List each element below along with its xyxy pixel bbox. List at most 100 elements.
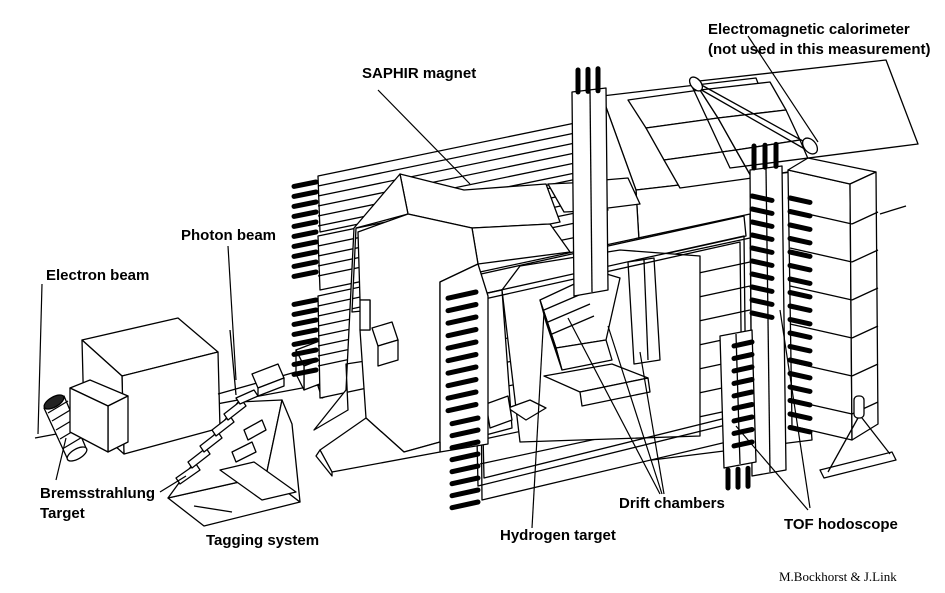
photomultiplier-tube xyxy=(790,198,810,202)
photomultiplier-tube xyxy=(294,242,316,246)
photomultiplier-tube xyxy=(734,417,752,421)
photomultiplier-tube xyxy=(752,300,772,304)
tof-hodoscope-label: TOF hodoscope xyxy=(784,516,898,533)
photomultiplier-tube xyxy=(752,235,772,239)
hanging-pmt xyxy=(820,396,896,478)
photomultiplier-tube xyxy=(294,320,316,324)
photomultiplier-tube xyxy=(452,490,478,496)
photomultiplier-tube xyxy=(448,392,476,398)
tof-photomultipliers xyxy=(734,196,810,446)
photomultiplier-tube xyxy=(790,387,810,391)
photomultiplier-tube xyxy=(448,380,476,386)
photomultiplier-tube xyxy=(790,293,810,297)
photomultiplier-tube xyxy=(790,306,810,310)
rear-photomultipliers xyxy=(294,182,316,374)
photomultiplier-tube xyxy=(734,442,752,446)
photomultiplier-tube xyxy=(734,380,752,384)
photomultiplier-tube xyxy=(790,374,810,378)
photomultiplier-tube xyxy=(294,330,316,334)
photomultiplier-tube xyxy=(452,454,478,460)
bremsstrahlung-magnet-box xyxy=(70,318,220,454)
photomultiplier-tube xyxy=(734,430,752,434)
photomultiplier-tube xyxy=(294,262,316,266)
photomultiplier-tube xyxy=(294,300,316,304)
photomultiplier-tube xyxy=(294,192,316,196)
photomultiplier-tube xyxy=(448,367,476,373)
photomultiplier-tube xyxy=(752,222,772,226)
photomultiplier-tube xyxy=(734,342,752,346)
author-credit: M.Bockhorst & J.Link xyxy=(779,569,897,584)
photomultiplier-tube xyxy=(448,292,476,298)
photomultiplier-tube xyxy=(790,239,810,243)
drift-chamber-frame xyxy=(472,216,746,442)
photomultiplier-tube xyxy=(294,202,316,206)
tof-hodoscope-column-back xyxy=(572,88,608,296)
photomultiplier-tube xyxy=(790,252,810,256)
photomultiplier-tube xyxy=(448,355,476,361)
saphir-magnet-label: SAPHIR magnet xyxy=(362,65,477,82)
photomultiplier-tube xyxy=(790,333,810,337)
photomultiplier-tube xyxy=(790,212,810,216)
photomultiplier-tube xyxy=(790,279,810,283)
photomultiplier-tube xyxy=(790,266,810,270)
top-photomultipliers xyxy=(578,69,776,488)
leader-lines xyxy=(38,36,818,528)
photomultiplier-tube xyxy=(452,442,478,448)
photomultiplier-tube xyxy=(294,370,316,374)
photomultiplier-tube xyxy=(734,367,752,371)
photomultiplier-tube xyxy=(734,405,752,409)
photomultiplier-tube xyxy=(452,502,478,508)
photomultiplier-tube xyxy=(294,182,316,186)
photomultiplier-tube xyxy=(734,392,752,396)
electron-beam-label: Electron beam xyxy=(46,267,150,284)
photon-beam-label: Photon beam xyxy=(181,227,277,244)
em-calorimeter-label-line2: (not used in this measurement) xyxy=(708,41,931,58)
photomultiplier-tube xyxy=(448,330,476,336)
photomultiplier-tube xyxy=(752,261,772,265)
photomultiplier-tube xyxy=(790,414,810,418)
photomultiplier-tube xyxy=(790,320,810,324)
photomultiplier-tube xyxy=(294,252,316,256)
photomultiplier-tube xyxy=(752,313,772,317)
beam-exit-line xyxy=(880,206,906,214)
photomultiplier-tube xyxy=(452,418,478,424)
photomultiplier-tube xyxy=(294,212,316,216)
front-photomultipliers xyxy=(448,292,478,508)
photomultiplier-tube xyxy=(452,478,478,484)
photomultiplier-tube xyxy=(752,209,772,213)
photomultiplier-tube xyxy=(752,196,772,200)
calorimeter-top-plate xyxy=(690,60,918,168)
photomultiplier-tube xyxy=(448,317,476,323)
drift-chambers-label: Drift chambers xyxy=(619,495,725,512)
photomultiplier-tube xyxy=(752,274,772,278)
photomultiplier-tube xyxy=(448,305,476,311)
tof-hodoscope-column-front xyxy=(720,166,786,476)
photomultiplier-tube xyxy=(294,360,316,364)
photon-beam-axis xyxy=(230,330,236,395)
photomultiplier-tube xyxy=(790,225,810,229)
photomultiplier-tube xyxy=(294,340,316,344)
photomultiplier-tube xyxy=(294,310,316,314)
tagging-system xyxy=(160,390,300,526)
photomultiplier-tube xyxy=(294,350,316,354)
bremsstrahlung-target-label-line2: Target xyxy=(40,505,85,522)
photomultiplier-tube xyxy=(790,360,810,364)
photomultiplier-tube xyxy=(448,342,476,348)
em-calorimeter-label-line1: Electromagnetic calorimeter xyxy=(708,21,910,38)
photomultiplier-tube xyxy=(448,405,476,411)
calorimeter-pmt-cable xyxy=(696,82,812,146)
photomultiplier-tube xyxy=(294,232,316,236)
bremsstrahlung-target-label-line1: Bremsstrahlung xyxy=(40,485,156,502)
photomultiplier-tube xyxy=(452,430,478,436)
photomultiplier-tube xyxy=(790,347,810,351)
photomultiplier-tube xyxy=(752,287,772,291)
photomultiplier-tube xyxy=(752,248,772,252)
bremsstrahlung-target xyxy=(42,392,89,464)
photomultiplier-tube xyxy=(734,355,752,359)
photomultiplier-tube xyxy=(790,428,810,432)
photomultiplier-tube xyxy=(294,222,316,226)
tagging-system-label: Tagging system xyxy=(206,532,320,549)
photomultiplier-tube xyxy=(452,466,478,472)
